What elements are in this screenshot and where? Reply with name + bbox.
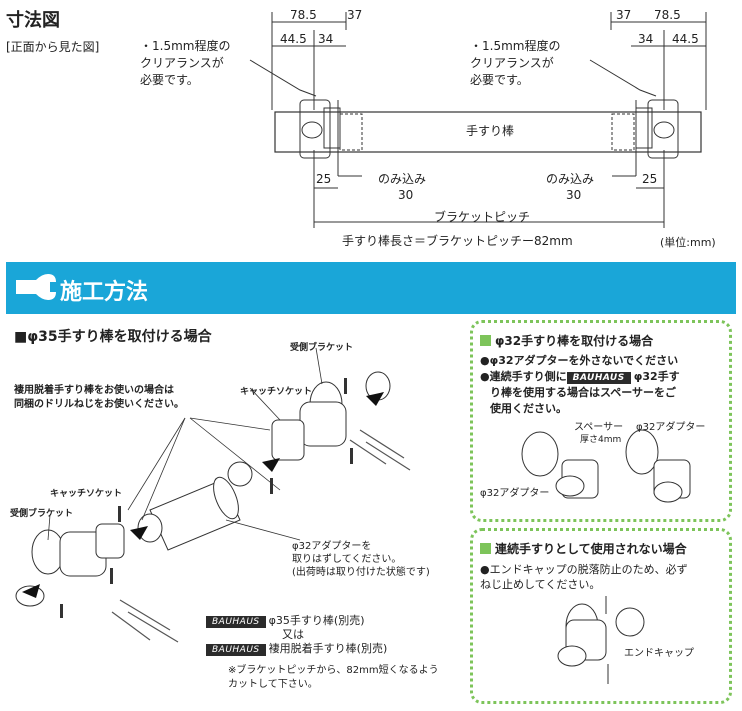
- section-32-bullet-2-line3: 使用ください。: [490, 402, 567, 415]
- section-32-box: [470, 320, 732, 522]
- insert-value-left: 30: [398, 188, 414, 202]
- view-note: [正面から見た図]: [6, 40, 100, 54]
- bauhaus-logo: BAUHAUS: [566, 372, 631, 384]
- dim-44-5-left: 44.5: [280, 32, 307, 46]
- dim-25-right: 25: [642, 172, 658, 186]
- dimension-title: 寸法図: [6, 10, 60, 31]
- unit-note: (単位:mm): [660, 236, 716, 249]
- section-32-heading: φ32手すり棒を取付ける場合: [480, 332, 653, 349]
- bauhaus-logo: BAUHAUS: [206, 616, 266, 628]
- insert-label-right: のみ込み: [546, 172, 595, 186]
- section-35-heading: ■φ35手すり棒を取付ける場合: [14, 329, 212, 345]
- clearance-note-right: ・1.5mm程度の クリアランスが 必要です。: [470, 39, 561, 87]
- insert-label-left: のみ込み: [378, 172, 427, 186]
- bracket-label-bottom: 受側ブラケット: [10, 509, 74, 519]
- end-cap-label: エンドキャップ: [624, 648, 694, 659]
- dim-25-left: 25: [316, 172, 332, 186]
- insert-value-right: 30: [566, 188, 582, 202]
- adapter-label-left: φ32アダプター: [480, 488, 550, 499]
- dim-78-5-left: 78.5: [290, 8, 317, 22]
- spacer-label: スペーサー: [574, 422, 624, 433]
- dim-34-right: 34: [638, 32, 654, 46]
- green-square-icon: [480, 543, 491, 554]
- section-end-heading: 連続手すりとして使用されない場合: [480, 540, 687, 557]
- socket-label-bottom: キャッチソケット: [50, 489, 123, 499]
- clearance-note-left: ・1.5mm程度の クリアランスが 必要です。: [140, 39, 231, 87]
- spacer-thickness: 厚さ4mm: [580, 435, 622, 445]
- screw-note: 褄用脱着手すり棒をお使いの場合は 同梱のドリルねじをお使いください。: [14, 385, 184, 410]
- dim-44-5-right: 44.5: [672, 32, 699, 46]
- dim-34-left: 34: [318, 32, 334, 46]
- section-end-box: [470, 528, 732, 704]
- end-cap-note: ●エンドキャップの脱落防止のため、必ず ねじ止めしてください。: [480, 563, 688, 591]
- adapter-remove-note: φ32アダプターを 取りはずしてください。 (出荷時は取り付けた状態です): [292, 541, 430, 578]
- green-square-icon: [480, 335, 491, 346]
- pitch-label: ブラケットピッチ: [434, 210, 531, 224]
- dim-78-5-right: 78.5: [654, 8, 681, 22]
- length-formula: 手すり棒長さ＝ブラケットピッチー82mm: [342, 234, 573, 248]
- install-banner: [6, 262, 736, 314]
- cut-note: ※ブラケットピッチから、82mm短くなるよう カットして下さい。: [228, 665, 439, 690]
- socket-label-top: キャッチソケット: [240, 387, 313, 397]
- or-label: 又は: [282, 628, 304, 641]
- adapter-label-top: φ32アダプター: [636, 422, 706, 433]
- install-banner-title: 施工方法: [60, 280, 149, 305]
- bracket-label-top: 受側ブラケット: [290, 343, 354, 353]
- dim-37-left: 37: [347, 8, 363, 22]
- dim-37-right: 37: [616, 8, 632, 22]
- bauhaus-logo: BAUHAUS: [206, 644, 266, 656]
- rod-label: 手すり棒: [466, 124, 515, 138]
- section-32-bullet-2-line2: り棒を使用する場合はスペーサーをご: [490, 386, 677, 399]
- section-32-bullet-1: ●φ32アダプターを外さないでください: [480, 354, 679, 367]
